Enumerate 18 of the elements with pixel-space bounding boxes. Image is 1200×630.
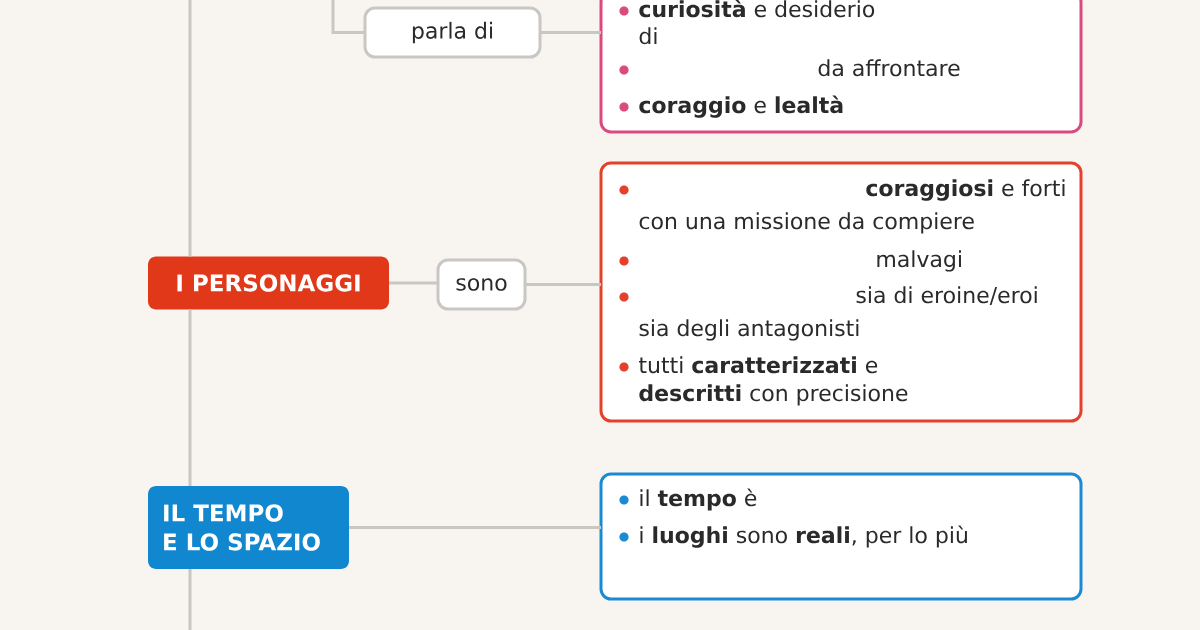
connector-line [188, 309, 192, 486]
list-item: i luoghi sono reali, per lo più [640, 525, 967, 548]
connector-line [188, 569, 192, 630]
connector-line [349, 526, 601, 529]
list-item: tutti caratterizzati e descritti con precisione [639, 356, 908, 406]
connector-line [188, 0, 192, 257]
list-item: da affrontare [818, 59, 960, 77]
connector-line [389, 281, 438, 285]
connector-line [331, 0, 365, 34]
link-word-box: parla di [363, 6, 542, 59]
connector-line [525, 283, 601, 286]
list-item: coraggio e lealtà [639, 95, 843, 118]
topic-box: IL TEMPO E LO SPAZIO [148, 486, 349, 569]
link-word-box: sono [436, 258, 527, 311]
list-item: malvagi [877, 250, 961, 272]
connector-line [540, 31, 601, 34]
topic-box: I PERSONAGGI [148, 256, 389, 310]
list-item: il tempo è [640, 488, 757, 511]
